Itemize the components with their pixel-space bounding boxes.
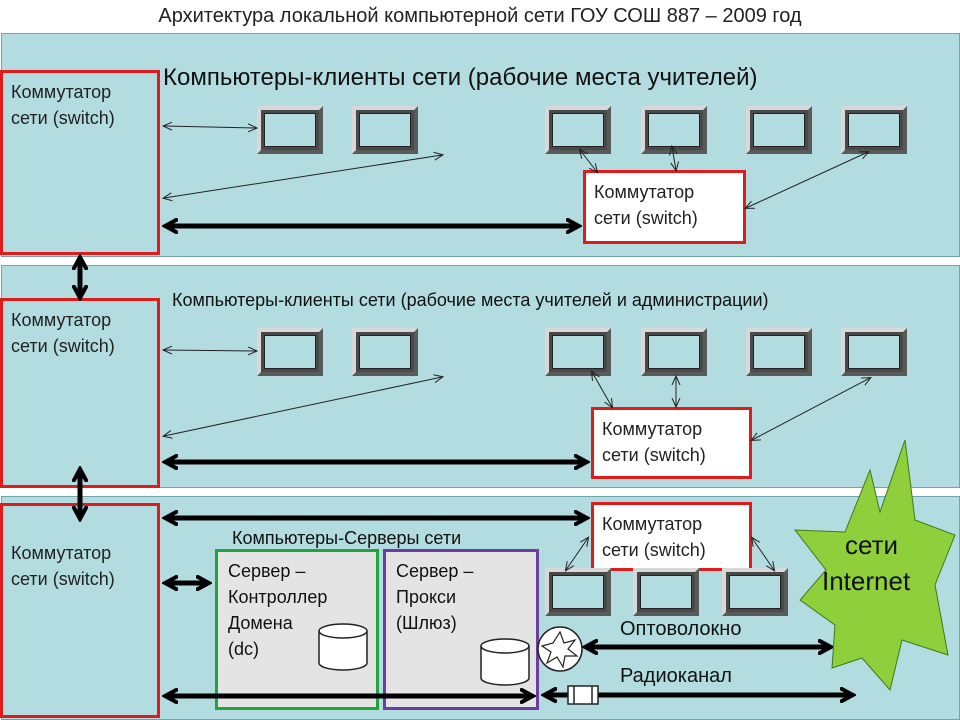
link-arrow [580,150,597,172]
client-pc-icon[interactable] [545,106,611,154]
client-pc-icon[interactable] [746,328,812,376]
sub-switch-2[interactable]: Коммутатор сети (switch) [591,407,752,479]
switch-label-line2: сети (switch) [594,208,698,228]
internet-cloud-icon [793,439,956,692]
switch-label-line1: Коммутатор [11,82,112,102]
switch-label-line2: сети (switch) [11,108,115,128]
link-arrow [752,378,870,440]
fiber-label: Оптоволокно [620,618,742,640]
client-pc-icon[interactable] [545,328,611,376]
client-pc-icon[interactable] [257,328,323,376]
link-arrow [566,538,588,570]
switch-label-line1: Коммутатор [602,419,703,439]
internet-label-line1: сети [845,530,899,560]
server-dc-line4: (dc) [228,639,259,659]
link-arrow [746,152,868,208]
switch-label-line2: сети (switch) [602,445,706,465]
link-arrow [752,538,774,570]
client-pc-icon[interactable] [352,328,418,376]
fiber-converter-icon [537,626,583,672]
switch-label-line2: сети (switch) [11,569,115,589]
client-pc-icon[interactable] [641,328,707,376]
radio-module-icon [567,685,599,705]
server-pc-icon[interactable] [545,568,611,616]
client-pc-icon[interactable] [841,106,907,154]
page-title: Архитектура локальной компьютерной сети … [158,5,802,27]
section-1-title: Компьютеры-клиенты сети (рабочие места у… [163,64,758,91]
link-arrow [592,372,612,407]
server-dc-line2: Контроллер [228,587,328,607]
switch-label-line2: сети (switch) [602,540,706,560]
server-proxy-line2: Прокси [396,587,457,607]
server-proxy-line3: (Шлюз) [396,613,457,633]
server-dc-line1: Сервер – [228,561,306,581]
sub-switch-3[interactable]: Коммутатор сети (switch) [591,502,752,571]
database-icon [318,623,368,671]
radio-label: Радиоканал [620,665,732,687]
switch-label-line1: Коммутатор [11,543,112,563]
link-arrow [164,126,256,128]
switch-label-line2: сети (switch) [11,336,115,356]
client-pc-icon[interactable] [746,106,812,154]
server-dc-line3: Домена [228,613,293,633]
link-arrow [164,350,256,351]
section-3-title: Компьютеры-Серверы сети [232,528,462,548]
link-arrow [164,377,442,436]
switch-label-line1: Коммутатор [594,182,695,202]
sub-switch-1[interactable]: Коммутатор сети (switch) [583,170,746,244]
internet-label-line2: Internet [822,566,911,596]
section-2-title: Компьютеры-клиенты сети (рабочие места у… [172,290,769,310]
client-pc-icon[interactable] [841,328,907,376]
switch-label-line1: Коммутатор [602,514,703,534]
database-icon [480,638,530,686]
main-switch-1[interactable]: Коммутатор сети (switch) [0,70,160,255]
link-arrow [164,155,442,198]
server-domain-controller[interactable]: Сервер – Контроллер Домена (dc) [215,549,379,710]
band-section-2 [1,265,960,488]
link-arrow [672,147,676,170]
client-pc-icon[interactable] [641,106,707,154]
switch-label-line1: Коммутатор [11,310,112,330]
server-proxy-line1: Сервер – [396,561,474,581]
server-pc-icon[interactable] [633,568,699,616]
